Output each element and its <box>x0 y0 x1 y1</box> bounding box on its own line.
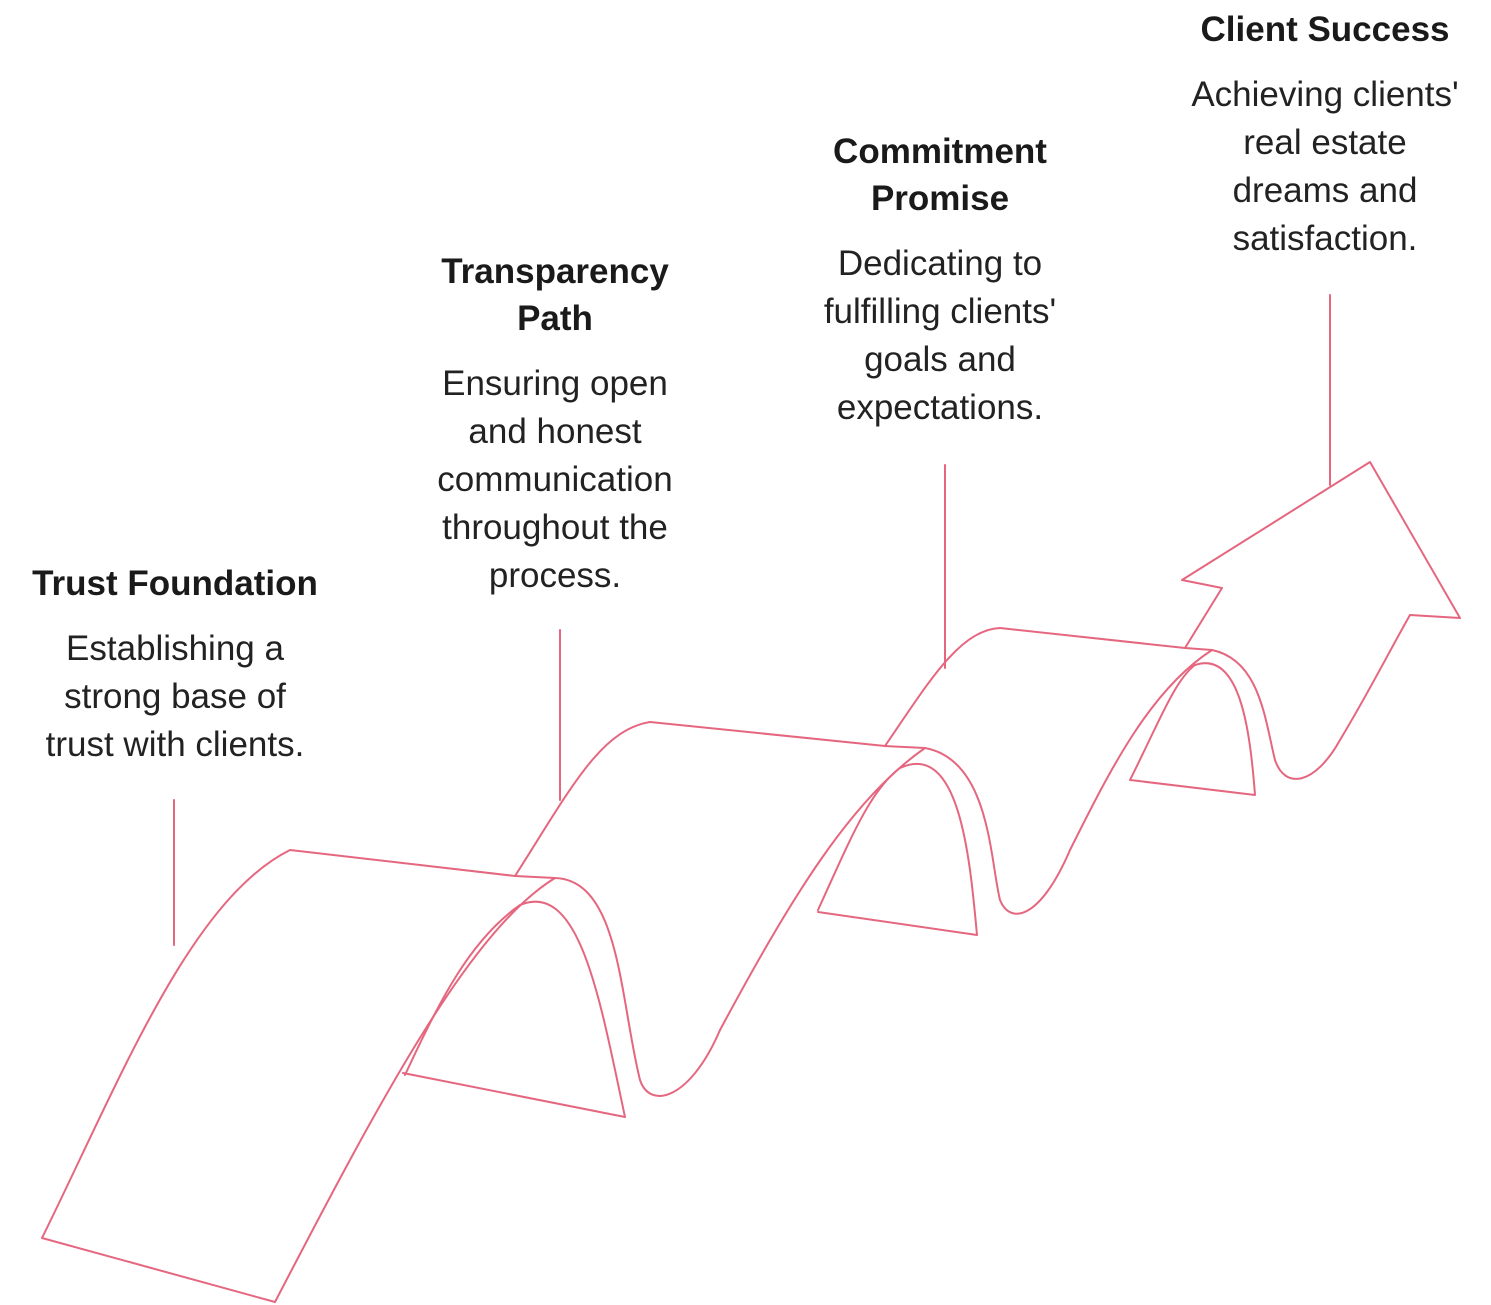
stage-description-line: strong base of <box>64 677 286 716</box>
stage-title: Commitment Promise <box>785 128 1095 222</box>
ribbon-segment-1 <box>41 849 556 1303</box>
ribbon-fold-1-inner <box>554 877 721 1097</box>
stage-description-line: throughout the <box>442 508 668 547</box>
stage-description-line: real estate <box>1243 123 1407 162</box>
stage-description-line: and honest <box>468 412 642 451</box>
stage-title-line: Transparency <box>441 252 669 291</box>
stage-description-line: Ensuring open <box>442 364 668 403</box>
stage-description: Achieving clients' real estate dreams an… <box>1160 71 1490 263</box>
stage-description-line: trust with clients. <box>45 725 305 764</box>
stage-title: Transparency Path <box>395 248 715 342</box>
ribbon-segment-3 <box>884 627 1213 851</box>
stage-description-line: communication <box>437 460 673 499</box>
stage-description-line: fulfilling clients' <box>823 292 1057 331</box>
stage-client-success: Client Success Achieving clients' real e… <box>1160 6 1490 263</box>
ribbon-fold-3-inner <box>1211 614 1411 780</box>
stage-trust-foundation: Trust Foundation Establishing a strong b… <box>10 560 340 769</box>
stage-description-line: Achieving clients' <box>1191 75 1459 114</box>
stage-description-line: dreams and <box>1232 171 1418 210</box>
stage-title-line: Promise <box>870 179 1010 218</box>
stage-transparency-path: Transparency Path Ensuring open and hone… <box>395 248 715 600</box>
stage-description-line: expectations. <box>836 388 1044 427</box>
stage-description: Dedicating to fulfilling clients' goals … <box>785 240 1095 432</box>
ribbon-segment-2 <box>514 721 926 1031</box>
stage-description: Ensuring open and honest communication t… <box>395 360 715 600</box>
stage-title: Client Success <box>1160 6 1490 53</box>
stage-title-line: Path <box>517 299 593 338</box>
ribbon-fold-1 <box>402 900 626 1118</box>
ribbon-fold-2-inner <box>924 747 1071 915</box>
stage-commitment-promise: Commitment Promise Dedicating to fulfill… <box>785 128 1095 432</box>
stage-description-line: goals and <box>864 340 1016 379</box>
stage-description-line: satisfaction. <box>1232 219 1418 258</box>
stage-title-line: Client Success <box>1200 10 1450 49</box>
stage-title-line: Trust Foundation <box>32 564 318 603</box>
ribbon-fold-3 <box>1129 662 1256 796</box>
stage-description-line: Establishing a <box>66 629 284 668</box>
ribbon-fold-2 <box>817 762 978 936</box>
stage-description: Establishing a strong base of trust with… <box>10 625 340 769</box>
stage-description-line: process. <box>488 556 622 595</box>
stage-title-line: Commitment <box>833 132 1047 171</box>
stage-title: Trust Foundation <box>10 560 340 607</box>
arrow-head <box>1181 461 1461 649</box>
stage-description-line: Dedicating to <box>837 244 1043 283</box>
